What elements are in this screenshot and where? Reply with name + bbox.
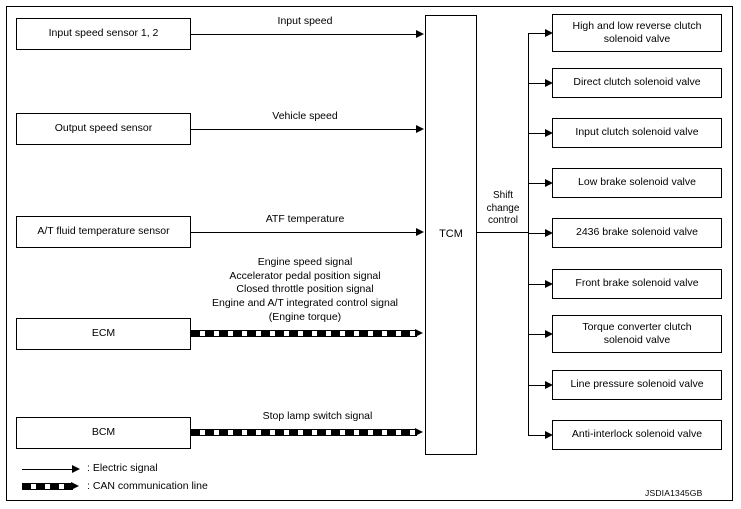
- output-box-torque-converter-clutch: Torque converter clutch solenoid valve: [552, 315, 722, 353]
- arrowhead-bcm: [415, 428, 423, 436]
- legend-electric-arrowhead: [72, 464, 80, 473]
- output-box-label: 2436 brake solenoid valve: [575, 226, 698, 239]
- signal-line-input-speed: [191, 34, 418, 35]
- arrowhead-output-8: [545, 430, 553, 439]
- output-box-direct-clutch: Direct clutch solenoid valve: [552, 68, 722, 98]
- output-box-label: Line pressure solenoid valve: [570, 378, 704, 391]
- input-box-atf-temp-sensor: A/T fluid temperature sensor: [16, 216, 191, 248]
- controller-label: TCM: [439, 228, 463, 241]
- output-box-input-clutch: Input clutch solenoid valve: [552, 118, 722, 148]
- input-box-label: A/T fluid temperature sensor: [37, 225, 170, 238]
- diagram-border: [6, 6, 733, 501]
- output-box-label: Front brake solenoid valve: [575, 277, 699, 290]
- diagram-code: JSDIA1345GB: [645, 488, 703, 498]
- legend-electric-label: : Electric signal: [87, 462, 158, 474]
- output-branch-4: [528, 233, 548, 234]
- signal-label-atf-temperature: ATF temperature: [265, 213, 345, 225]
- output-branch-6: [528, 334, 548, 335]
- output-box-label: Torque converter clutch solenoid valve: [582, 320, 692, 346]
- output-box-low-brake: Low brake solenoid valve: [552, 168, 722, 198]
- signal-line-vehicle-speed: [191, 129, 418, 130]
- arrowhead-output-3: [545, 178, 553, 187]
- output-box-label: High and low reverse clutch solenoid val…: [572, 19, 702, 45]
- legend-electric-line: [22, 469, 74, 470]
- legend-can-label: : CAN communication line: [87, 480, 208, 492]
- input-box-label: BCM: [91, 426, 116, 439]
- output-box-label: Low brake solenoid valve: [578, 176, 696, 189]
- input-box-ecm: ECM: [16, 318, 191, 350]
- arrowhead-input-speed: [416, 29, 424, 38]
- output-box-label: Input clutch solenoid valve: [575, 126, 699, 139]
- signal-label-bcm: Stop lamp switch signal: [262, 410, 373, 422]
- legend-can-line: [22, 483, 73, 490]
- shift-change-control-label: Shift change control: [486, 190, 520, 226]
- signal-label-ecm: Engine speed signal Accelerator pedal po…: [211, 256, 399, 323]
- output-box-anti-interlock: Anti-interlock solenoid valve: [552, 420, 722, 450]
- output-box-label: Direct clutch solenoid valve: [573, 76, 701, 89]
- arrowhead-output-0: [545, 28, 553, 37]
- arrowhead-output-4: [545, 228, 553, 237]
- output-branch-2: [528, 133, 548, 134]
- signal-label-input-speed: Input speed: [277, 15, 333, 27]
- output-branch-7: [528, 385, 548, 386]
- arrowhead-output-2: [545, 128, 553, 137]
- signal-line-atf-temperature: [191, 232, 418, 233]
- output-branch-5: [528, 284, 548, 285]
- input-box-output-speed-sensor: Output speed sensor: [16, 113, 191, 145]
- output-box-2436-brake: 2436 brake solenoid valve: [552, 218, 722, 248]
- output-box-line-pressure: Line pressure solenoid valve: [552, 370, 722, 400]
- output-box-high-low-reverse-clutch: High and low reverse clutch solenoid val…: [552, 14, 722, 52]
- arrowhead-vehicle-speed: [416, 124, 424, 133]
- input-box-label: Input speed sensor 1, 2: [48, 27, 159, 40]
- input-box-input-speed-sensor: Input speed sensor 1, 2: [16, 18, 191, 50]
- output-box-label: Anti-interlock solenoid valve: [571, 428, 703, 441]
- output-branch-1: [528, 83, 548, 84]
- legend-can-arrowhead: [71, 482, 79, 490]
- arrowhead-atf-temperature: [416, 227, 424, 236]
- output-box-front-brake: Front brake solenoid valve: [552, 269, 722, 299]
- output-branch-8: [528, 435, 548, 436]
- controller-box-tcm: TCM: [425, 15, 477, 455]
- output-bus-vertical: [528, 33, 529, 435]
- arrowhead-output-6: [545, 329, 553, 338]
- input-box-label: ECM: [91, 327, 116, 340]
- arrowhead-output-7: [545, 380, 553, 389]
- input-box-bcm: BCM: [16, 417, 191, 449]
- arrowhead-output-1: [545, 78, 553, 87]
- output-bus-stub: [477, 232, 529, 233]
- output-branch-3: [528, 183, 548, 184]
- can-line-bcm: [191, 429, 417, 436]
- output-branch-0: [528, 33, 548, 34]
- arrowhead-output-5: [545, 279, 553, 288]
- input-box-label: Output speed sensor: [54, 122, 153, 135]
- arrowhead-ecm: [415, 329, 423, 337]
- can-line-ecm: [191, 330, 417, 337]
- signal-label-vehicle-speed: Vehicle speed: [272, 110, 338, 122]
